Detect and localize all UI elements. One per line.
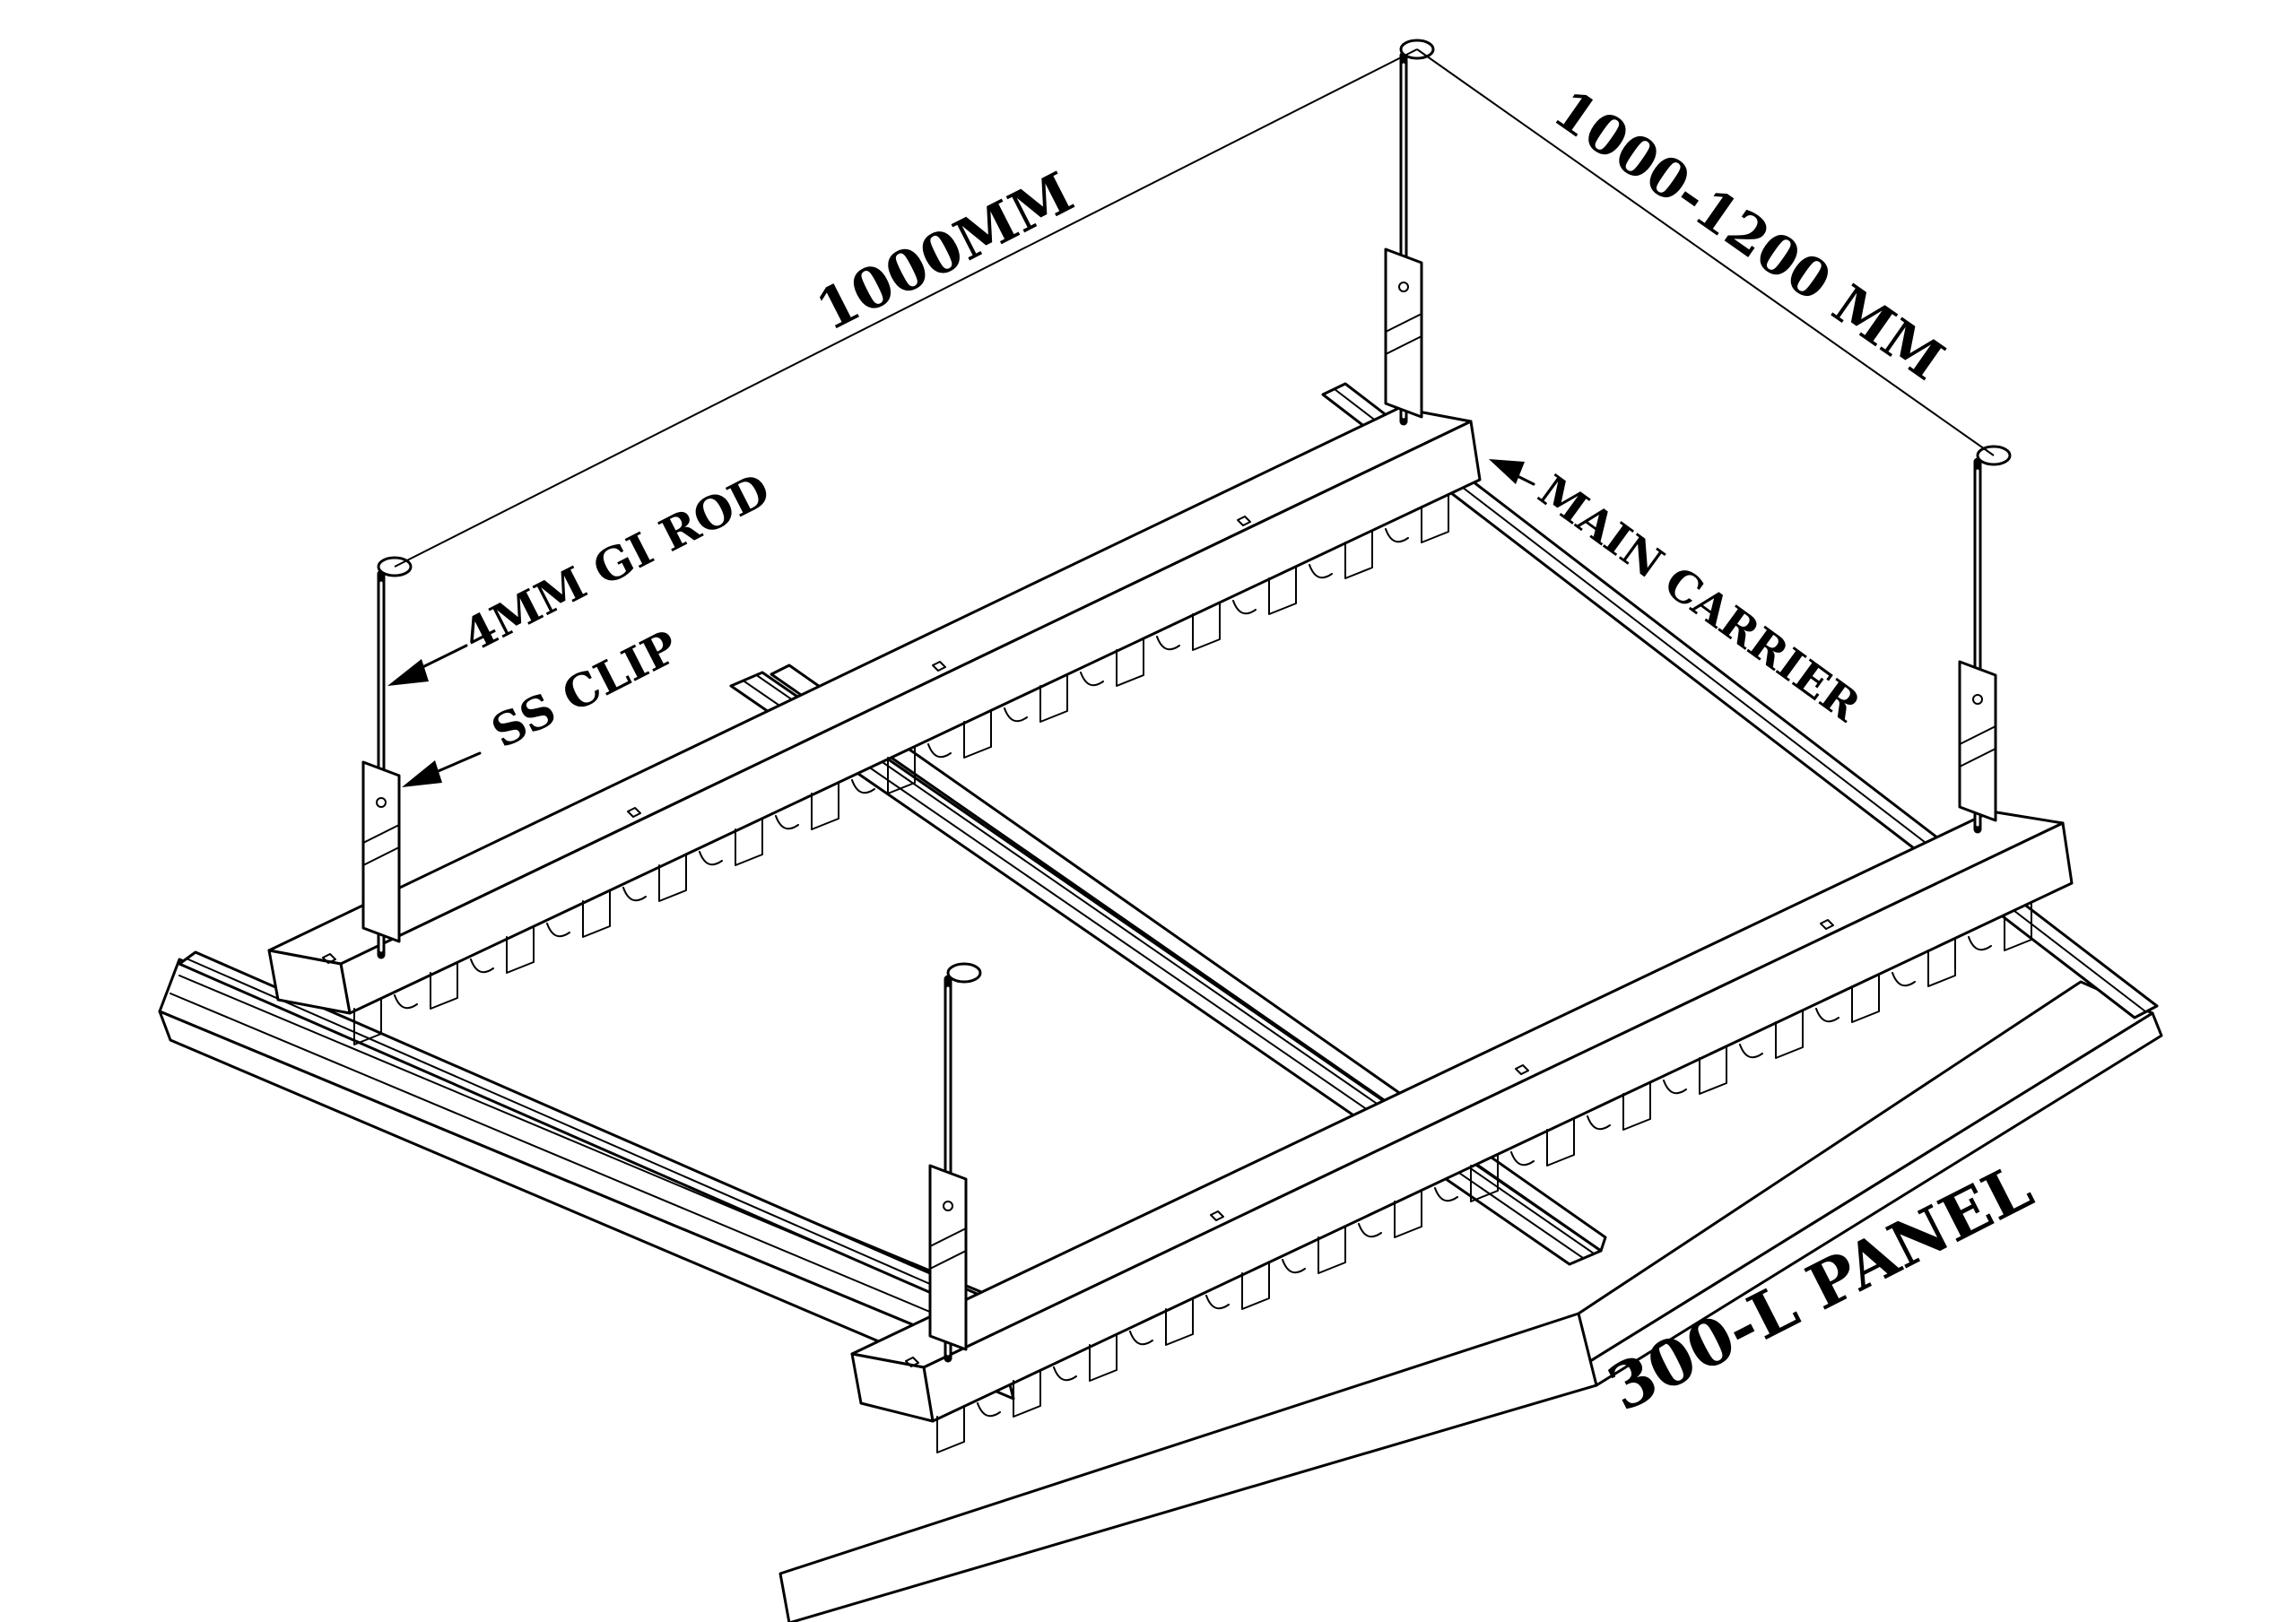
rod-anchor-icon <box>946 962 982 984</box>
panel-300-l-back <box>1577 980 2163 1387</box>
ss-clip-front-right <box>1958 660 1997 822</box>
main-carrier-label: MAIN CARRIER <box>1529 465 1870 732</box>
dimension-line-width <box>1416 48 1995 456</box>
arrow-head-icon <box>402 760 442 787</box>
carrier-back-teeth <box>322 495 1449 1045</box>
carrier-front-teeth <box>905 903 2032 1453</box>
main-carrier-leader-arrow <box>1489 459 1535 486</box>
arrow-head-icon <box>1489 459 1525 484</box>
panel-front-edge <box>778 1312 1598 1622</box>
panel-300-l-front <box>158 958 1024 1401</box>
ss-clip-back-left <box>361 760 401 943</box>
arrow-head-icon <box>387 659 429 686</box>
rod-leader-arrow <box>387 644 468 686</box>
main-carrier-back <box>267 406 1482 1045</box>
ss-clip-back-right <box>1384 247 1423 419</box>
dimension-line-length <box>394 48 1418 568</box>
dimension-label-length: 1000MM <box>806 160 1083 344</box>
clip-leader-arrow <box>402 751 482 787</box>
dimension-label-width: 1000-1200 MM <box>1542 78 1954 393</box>
ss-clip-front-left <box>928 1164 968 1351</box>
gi-rod-label: 4MM GI ROD <box>455 463 778 663</box>
main-carrier-front <box>850 810 2074 1453</box>
panel-rail-left <box>178 950 1026 1329</box>
